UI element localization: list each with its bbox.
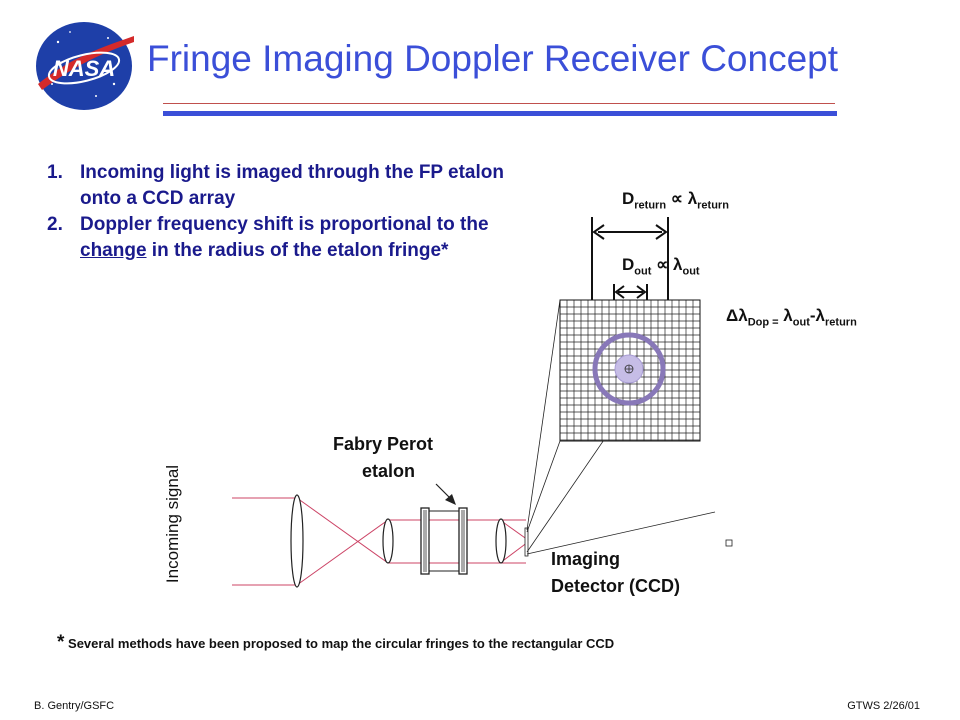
incoming-signal-label: Incoming signal <box>163 464 182 584</box>
nasa-logo-text: NASA <box>53 56 115 81</box>
d-out-equation: Dout ∝ λout <box>622 255 700 277</box>
footnote-text: Several methods have been proposed to ma… <box>68 636 615 651</box>
point-text: Incoming light is imaged through the FP … <box>80 162 504 209</box>
point-number: 1. <box>47 162 63 183</box>
lambda-subscript: out <box>682 265 700 278</box>
d-out-symbol: D <box>622 255 635 274</box>
lambda-symbol: λ <box>687 189 698 208</box>
lambda-subscript: return <box>697 199 729 212</box>
etalon-label-line2: etalon <box>362 461 416 481</box>
point-text-tail: in the radius of the etalon fringe* <box>146 240 449 261</box>
lambda-symbol: λ <box>673 255 683 274</box>
point-number: 2. <box>47 214 63 235</box>
lambda-return-subscript: return <box>825 316 857 329</box>
lambda-symbol: λ <box>815 306 826 325</box>
d-return-dimension <box>591 217 669 300</box>
d-out-subscript: out <box>634 265 652 278</box>
doppler-subscript: Dop = <box>747 316 779 329</box>
point-emphasis: change <box>80 240 147 261</box>
delta-lambda-symbol: Δλ <box>726 306 748 325</box>
page-title: Fringe Imaging Doppler Receiver Concept <box>147 38 839 79</box>
detector-label-line2: Detector (CCD) <box>551 576 681 596</box>
small-square-marker <box>725 539 733 547</box>
d-return-equation: Dreturn ∝ λreturn <box>622 189 729 211</box>
detector-label-line1: Imaging <box>551 549 621 569</box>
footnote: * Several methods have been proposed to … <box>57 632 614 654</box>
d-out-dimension <box>613 284 648 300</box>
collimating-lens <box>382 518 394 564</box>
nasa-logo: NASA <box>36 22 134 110</box>
outer-fringe-ring <box>592 332 666 406</box>
ccd-detector <box>524 527 529 557</box>
footnote-star: * <box>57 632 65 653</box>
fabry-perot-etalon <box>420 507 468 575</box>
title-rule-thin <box>163 103 835 104</box>
imaging-lens <box>495 518 507 564</box>
d-return-subscript: return <box>634 199 667 212</box>
minus-sign: - <box>809 306 816 325</box>
footer-event-date: GTWS 2/26/01 <box>847 700 920 712</box>
lambda-out-subscript: out <box>792 316 810 329</box>
proportional-symbol: ∝ <box>670 189 683 208</box>
proportional-symbol: ∝ <box>656 255 669 274</box>
concept-point-2: 2. Doppler frequency shift is proportiona… <box>47 212 537 264</box>
point-text: Doppler frequency shift is proportional … <box>80 214 489 235</box>
concept-points-list: 1. Incoming light is imaged through the F… <box>47 160 537 264</box>
title-rule-thick <box>163 111 837 116</box>
etalon-label-line1: Fabry Perot <box>333 434 434 454</box>
concept-point-1: 1. Incoming light is imaged through the F… <box>47 160 537 212</box>
collecting-lens <box>290 494 304 588</box>
d-return-symbol: D <box>622 189 635 208</box>
footer-author: B. Gentry/GSFC <box>34 700 115 712</box>
lambda-symbol: λ <box>783 306 793 325</box>
doppler-shift-equation: ΔλDop = λout-λreturn <box>726 306 857 328</box>
signal-rays <box>232 497 529 586</box>
